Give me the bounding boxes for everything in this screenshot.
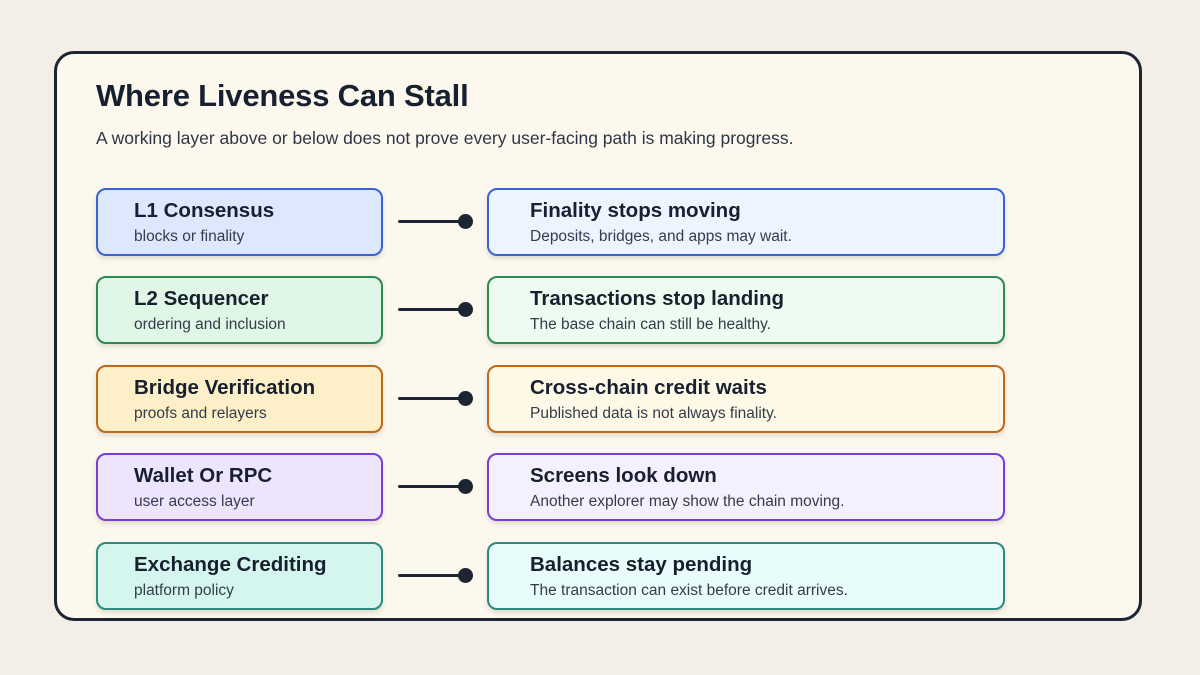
connector-dot <box>458 568 473 583</box>
effect-box: Transactions stop landing The base chain… <box>487 276 1005 344</box>
effect-detail: The base chain can still be healthy. <box>530 316 771 333</box>
effect-detail: Published data is not always finality. <box>530 405 777 422</box>
connector-line <box>398 308 462 311</box>
effect-box: Balances stay pending The transaction ca… <box>487 542 1005 610</box>
connector-line <box>398 397 462 400</box>
connector-dot <box>458 479 473 494</box>
effect-name: Balances stay pending <box>530 553 753 576</box>
row-exchange-crediting: Exchange Crediting platform policy Balan… <box>0 542 1200 610</box>
layer-detail: ordering and inclusion <box>134 316 286 333</box>
layer-box: L1 Consensus blocks or finality <box>96 188 383 256</box>
effect-detail: The transaction can exist before credit … <box>530 582 848 599</box>
layer-name: Wallet Or RPC <box>134 464 273 487</box>
connector-dot <box>458 214 473 229</box>
connector-line <box>398 574 462 577</box>
layer-name: Bridge Verification <box>134 376 316 399</box>
connector-line <box>398 220 462 223</box>
layer-box: Wallet Or RPC user access layer <box>96 453 383 521</box>
effect-box: Finality stops moving Deposits, bridges,… <box>487 188 1005 256</box>
layer-name: Exchange Crediting <box>134 553 327 576</box>
connector-line <box>398 485 462 488</box>
layer-detail: blocks or finality <box>134 228 245 245</box>
layer-name: L1 Consensus <box>134 199 275 222</box>
layer-detail: user access layer <box>134 493 255 510</box>
row-l2-sequencer: L2 Sequencer ordering and inclusion Tran… <box>0 276 1200 344</box>
effect-detail: Deposits, bridges, and apps may wait. <box>530 228 792 245</box>
page-title: Where Liveness Can Stall <box>96 78 469 113</box>
row-bridge-verification: Bridge Verification proofs and relayers … <box>0 365 1200 433</box>
effect-detail: Another explorer may show the chain movi… <box>530 493 845 510</box>
layer-box: L2 Sequencer ordering and inclusion <box>96 276 383 344</box>
layer-name: L2 Sequencer <box>134 287 269 310</box>
effect-name: Finality stops moving <box>530 199 741 222</box>
row-l1-consensus: L1 Consensus blocks or finality Finality… <box>0 188 1200 256</box>
connector-dot <box>458 302 473 317</box>
effect-name: Screens look down <box>530 464 717 487</box>
effect-box: Cross-chain credit waits Published data … <box>487 365 1005 433</box>
page-subtitle: A working layer above or below does not … <box>96 128 794 148</box>
connector-dot <box>458 391 473 406</box>
layer-box: Exchange Crediting platform policy <box>96 542 383 610</box>
layer-detail: proofs and relayers <box>134 405 267 422</box>
row-wallet-or-rpc: Wallet Or RPC user access layer Screens … <box>0 453 1200 521</box>
layer-detail: platform policy <box>134 582 234 599</box>
effect-name: Cross-chain credit waits <box>530 376 767 399</box>
effect-name: Transactions stop landing <box>530 287 785 310</box>
layer-box: Bridge Verification proofs and relayers <box>96 365 383 433</box>
effect-box: Screens look down Another explorer may s… <box>487 453 1005 521</box>
